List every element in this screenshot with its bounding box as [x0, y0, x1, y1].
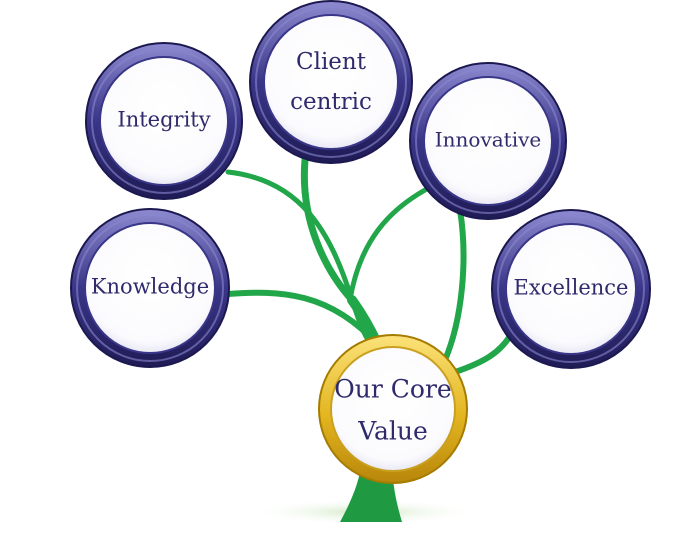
center-node: Our Core Value — [318, 334, 468, 484]
value-label-client-centric-line2: centric — [290, 89, 372, 115]
tree-branches — [225, 156, 513, 375]
value-label-knowledge-line1: Knowledge — [91, 275, 209, 299]
center-label-line2: Value — [357, 417, 428, 446]
value-label-integrity-line1: Integrity — [117, 108, 210, 132]
branch-knowledge — [225, 289, 381, 348]
value-label-excellence-line1: Excellence — [514, 276, 629, 300]
value-node-knowledge: Knowledge — [70, 208, 230, 368]
center-label-line1: Our Core — [334, 375, 451, 404]
value-node-integrity: Integrity — [85, 42, 243, 200]
value-node-client-centric: Client centric — [249, 0, 413, 164]
value-node-excellence: Excellence — [491, 209, 651, 369]
branch-innovative — [347, 187, 428, 303]
branch-client-centric — [300, 156, 356, 304]
branch-innovative-2 — [442, 207, 467, 363]
value-label-innovative-line1: Innovative — [435, 128, 542, 152]
branch-excellence — [452, 333, 513, 375]
value-label-client-centric-line1: Client — [296, 49, 367, 75]
value-node-innovative: Innovative — [409, 62, 567, 220]
